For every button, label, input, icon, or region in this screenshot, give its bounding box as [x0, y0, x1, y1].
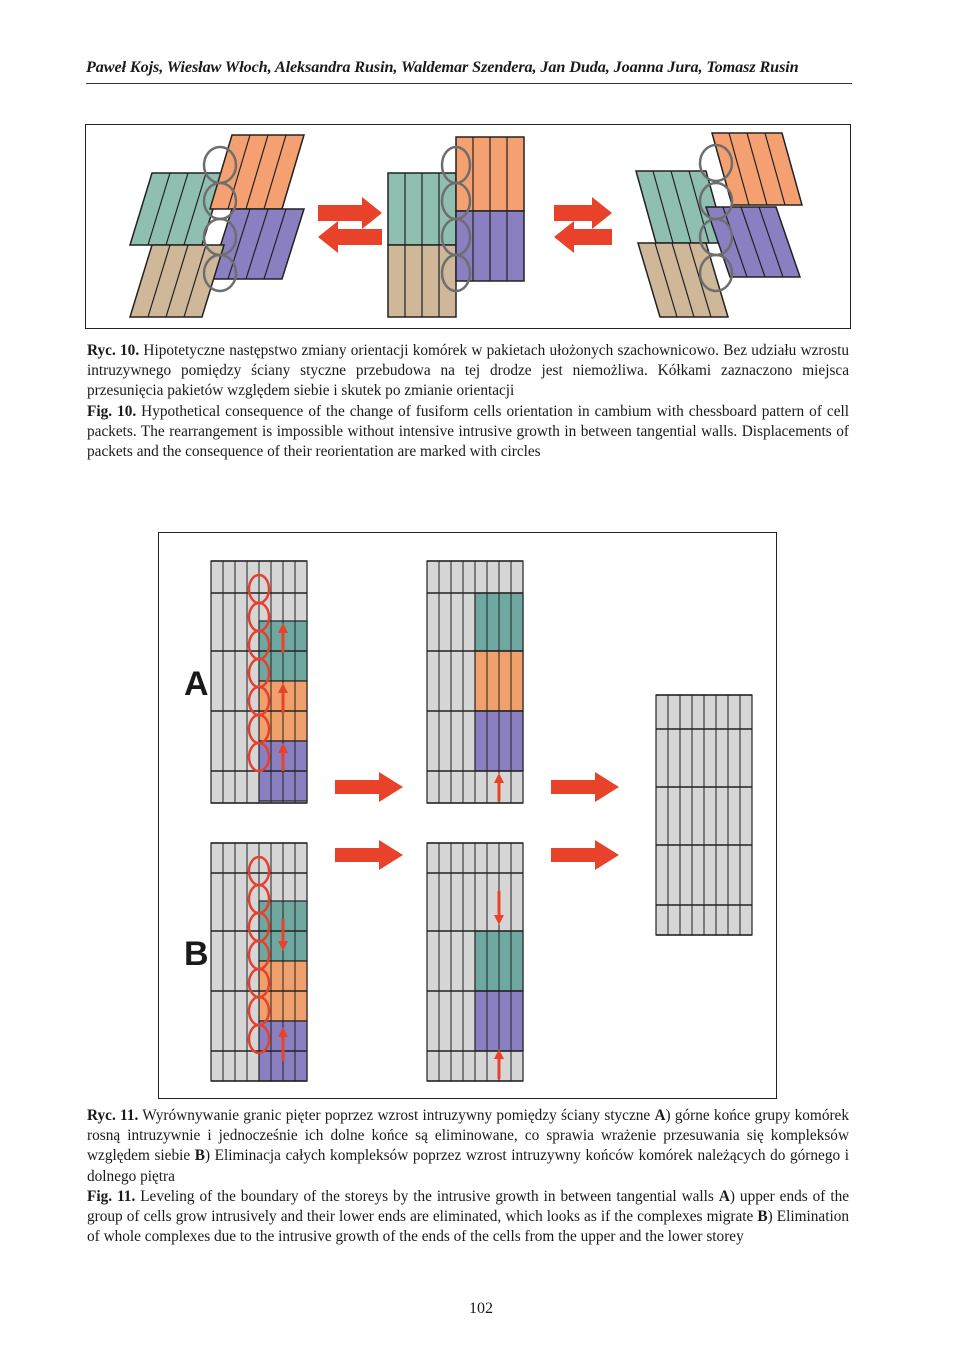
header-rule — [86, 83, 852, 84]
figure-11: A B — [158, 532, 777, 1099]
caption-ref-b: B — [757, 1208, 767, 1225]
fig10-arrows-2 — [554, 197, 612, 253]
panel-label-b: B — [184, 935, 209, 973]
arrow-left — [318, 221, 382, 253]
caption-text: Hipotetyczne następstwo zmiany orientacj… — [87, 342, 849, 399]
figure-10 — [85, 124, 851, 329]
caption-text: Hypothetical consequence of the change o… — [87, 403, 849, 460]
caption-label: Ryc. 10. — [87, 342, 139, 359]
caption-label: Fig. 10. — [87, 403, 136, 420]
figure-11-diagram: A B — [159, 533, 776, 1098]
figure-10-diagram — [86, 125, 850, 328]
running-header-authors: Paweł Kojs, Wiesław Włoch, Aleksandra Ru… — [86, 58, 852, 77]
caption-polish: Ryc. 10. Hipotetyczne następstwo zmiany … — [87, 341, 849, 402]
panel-label-a: A — [184, 665, 209, 703]
fig10-panel-left — [130, 135, 304, 317]
arrow-left — [554, 221, 612, 253]
caption-ref-a: A — [719, 1188, 730, 1205]
caption-label: Fig. 11. — [87, 1188, 135, 1205]
arrow-right — [551, 772, 619, 802]
fig10-arrows-1 — [318, 197, 382, 253]
figure-11-caption: Ryc. 11. Wyrównywanie granic pięter popr… — [87, 1106, 849, 1247]
caption-ref-b: B — [195, 1147, 205, 1164]
fig10-panel-right — [636, 133, 802, 317]
caption-english: Fig. 10. Hypothetical consequence of the… — [87, 402, 849, 463]
page-number: 102 — [0, 1300, 962, 1318]
arrow-right — [335, 772, 403, 802]
arrow-right — [335, 840, 403, 870]
arrow-right — [551, 840, 619, 870]
caption-text: Wyrównywanie granic pięter poprzez wzros… — [138, 1107, 654, 1124]
caption-ref-a: A — [654, 1107, 665, 1124]
arrow-right — [318, 197, 382, 229]
caption-text: Leveling of the boundary of the storeys … — [135, 1188, 719, 1205]
caption-label: Ryc. 11. — [87, 1107, 138, 1124]
fig10-panel-middle — [388, 137, 524, 317]
caption-polish: Ryc. 11. Wyrównywanie granic pięter popr… — [87, 1106, 849, 1187]
caption-english: Fig. 11. Leveling of the boundary of the… — [87, 1187, 849, 1248]
arrow-right — [554, 197, 612, 229]
figure-10-caption: Ryc. 10. Hipotetyczne następstwo zmiany … — [87, 341, 849, 462]
